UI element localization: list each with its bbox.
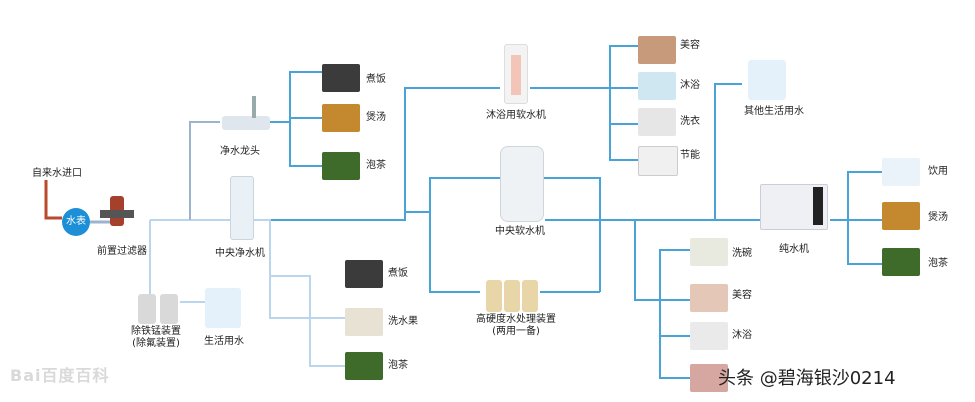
prefilter-label: 前置过滤器 [97,246,147,257]
bath-softener-label: 沐浴用软水机 [486,110,546,121]
hardness-unit-sub-label: (两用一备) [492,326,540,337]
bath-use-label: 美容 [680,40,700,51]
faucet-label: 净水龙头 [220,146,260,157]
iron-removal-label: 除铁锰装置 [131,326,181,337]
inlet-label: 自来水进口 [32,168,82,179]
thumb-pure-tea [882,248,920,276]
central-purifier-label: 中央净水机 [215,248,265,259]
domestic-water-icon [205,288,241,328]
thumb-pure-drink [882,158,920,186]
brand-caption: 头条 @碧海银沙0214 [718,368,896,389]
water-meter: 水表 [62,208,90,236]
central-purifier-device [230,176,254,240]
thumb-bath-bath [638,72,676,100]
inlet-pipe [44,180,62,220]
pure-use-label: 泡茶 [928,258,948,269]
thumb-faucet-rice [322,64,360,92]
thumb-soft-bath [690,322,728,350]
other-water-label: 其他生活用水 [744,106,804,117]
pure-use-label: 煲汤 [928,212,948,223]
thumb-faucet-soup [322,104,360,132]
central-softener-label: 中央软水机 [495,226,545,237]
iron-removal-sub-label: (除氟装置) [132,338,180,349]
bath-use-label: 沐浴 [680,80,700,91]
hardness-unit-device [484,270,542,312]
thumb-bath-beauty [638,36,676,64]
thumb-bath-energy [638,146,678,176]
faucet-use-label: 泡茶 [366,160,386,171]
pure-use-label: 饮用 [928,166,948,177]
iron-removal-device [136,286,186,324]
domestic-water-label: 生活用水 [204,336,244,347]
thumb-purifier-tea [345,352,383,380]
thumb-soft-other [690,364,728,392]
thumb-soft-dishes [690,238,728,266]
prefilter-device [100,196,136,232]
thumb-pure-soup [882,202,920,230]
pure-water-device [760,184,828,230]
baidu-watermark: Bai百度百科 [10,366,110,385]
bath-use-label: 洗衣 [680,116,700,127]
hardness-unit-label: 高硬度水处理装置 [476,314,556,325]
faucet-use-label: 煮饭 [366,74,386,85]
pure-water-label: 纯水机 [779,244,809,255]
soft-use-label: 洗碗 [732,248,752,259]
purifier-use-label: 煮饭 [388,268,408,279]
bath-use-label: 节能 [680,150,700,161]
bath-softener-device [504,44,528,104]
purifier-use-label: 洗水果 [388,316,418,327]
bath-line [404,87,500,212]
faucet-use-label: 煲汤 [366,112,386,123]
faucet-branch [189,121,220,220]
thumb-bath-laundry [638,108,676,136]
thumb-purifier-rice [345,260,383,288]
soft-use-label: 美容 [732,290,752,301]
purifier-use-label: 泡茶 [388,360,408,371]
faucet-device [222,96,272,136]
other-water-icon [748,60,786,100]
thumb-purifier-fruit [345,308,383,336]
soft-use-label: 沐浴 [732,330,752,341]
purifier-branch [150,219,345,319]
central-softener-device [500,146,544,222]
thumb-faucet-tea [322,152,360,180]
thumb-soft-beauty [690,284,728,312]
